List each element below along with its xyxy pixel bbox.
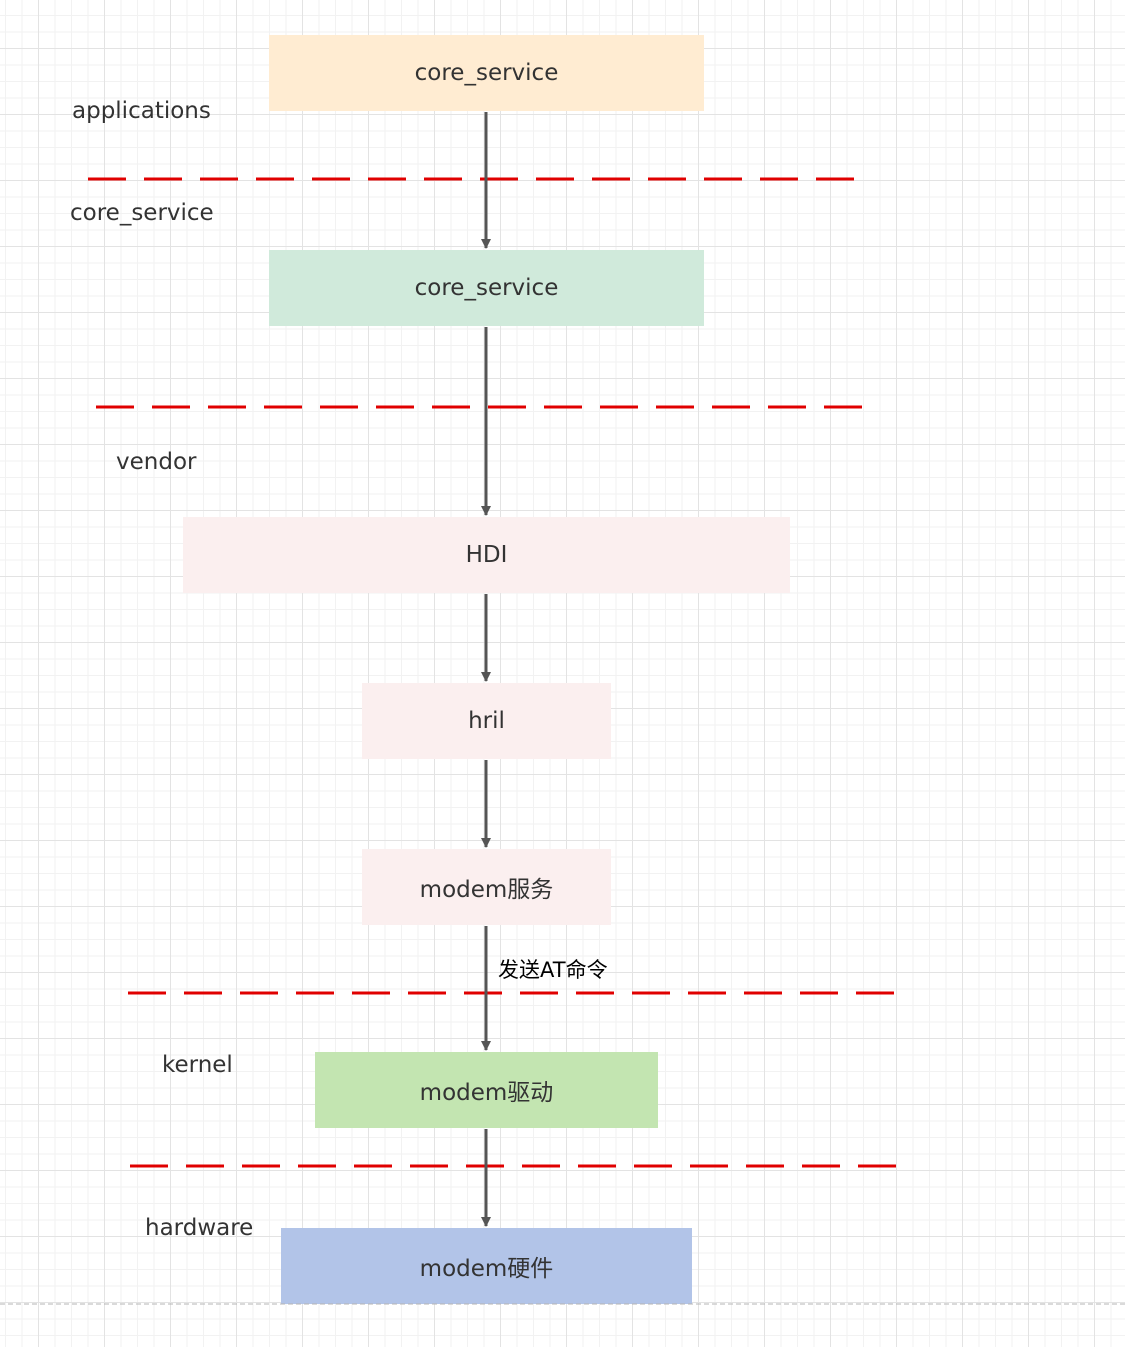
node-hril[interactable]: hril [362, 683, 611, 759]
layer-label-applications: applications [72, 98, 211, 124]
node-label: core_service [414, 275, 559, 301]
node-label: modem硬件 [419, 1256, 554, 1282]
node-label: hril [468, 708, 505, 734]
node-modem-driver[interactable]: modem驱动 [315, 1052, 658, 1128]
layer-label-vendor: vendor [116, 449, 197, 475]
node-core-service[interactable]: core_service [269, 250, 704, 326]
node-modem-hardware[interactable]: modem硬件 [281, 1228, 692, 1304]
layer-label-kernel: kernel [162, 1052, 233, 1078]
node-app-core-service[interactable]: core_service [269, 35, 704, 111]
node-modem-service[interactable]: modem服务 [362, 849, 611, 925]
node-label: core_service [414, 60, 559, 86]
node-label: HDI [465, 542, 508, 568]
layer-label-hardware: hardware [145, 1215, 254, 1241]
layer-label-core-service: core_service [70, 200, 214, 226]
node-label: modem服务 [419, 877, 554, 903]
edge-label-at-command: 发送AT命令 [498, 958, 608, 982]
node-hdi[interactable]: HDI [183, 517, 790, 593]
node-label: modem驱动 [419, 1080, 554, 1106]
